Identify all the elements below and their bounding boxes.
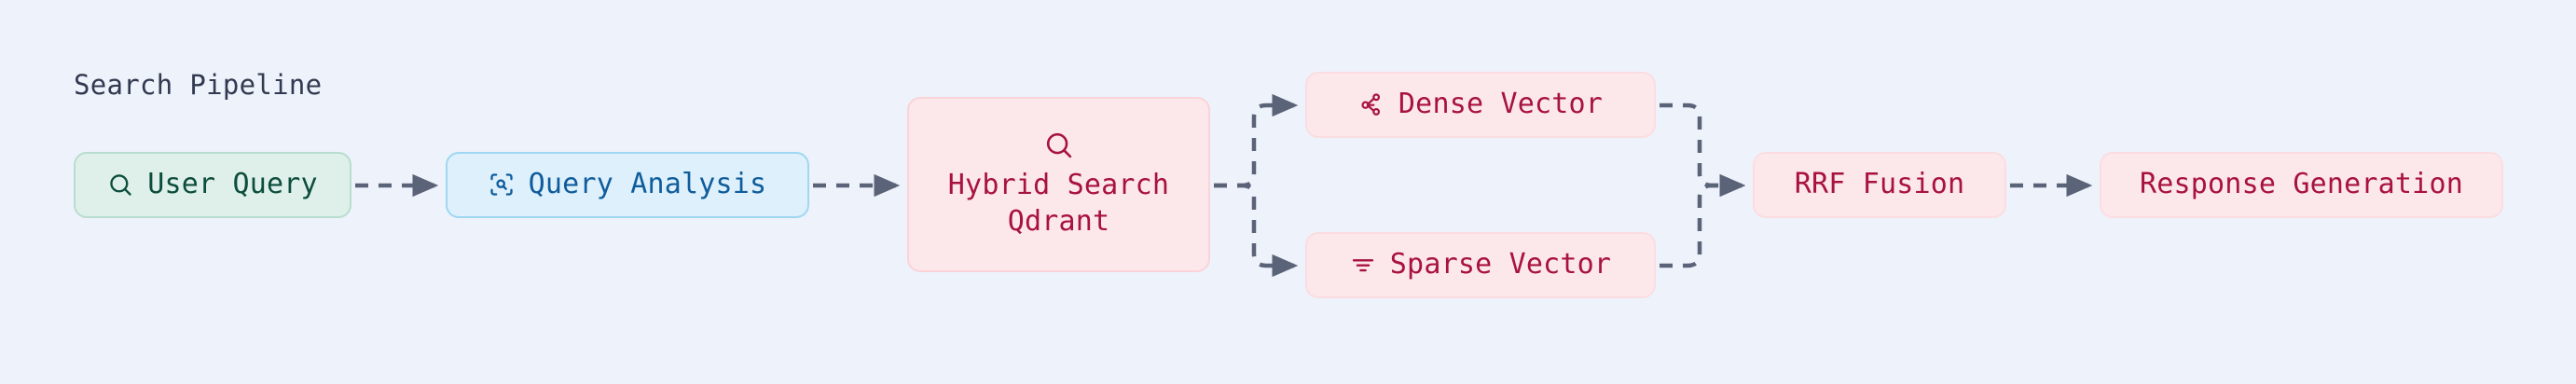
node-dense-vector[interactable]: Dense Vector [1305,72,1656,138]
page-title: Search Pipeline [74,69,323,101]
node-label-line1: Hybrid Search [947,169,1170,202]
edge-sparse-vector-to-rrf-fusion [1660,173,1746,268]
node-response-generation[interactable]: Response Generation [2100,152,2503,218]
node-user-query[interactable]: User Query [74,152,351,218]
align-center-filter-icon [1350,252,1376,278]
node-label-line2: Qdrant [1007,204,1110,238]
edge-hybrid-search-to-dense-vector [1214,93,1299,188]
node-hybrid-search[interactable]: Hybrid Search Qdrant [907,97,1210,272]
node-label: User Query [147,168,318,201]
network-nodes-icon [1358,91,1384,117]
search-icon [1043,130,1074,160]
edge-hybrid-search-to-sparse-vector [1214,183,1299,278]
node-label: RRF Fusion [1794,168,1965,201]
node-rrf-fusion[interactable]: RRF Fusion [1753,152,2006,218]
node-label: Response Generation [2140,168,2463,201]
node-sparse-vector[interactable]: Sparse Vector [1305,232,1656,298]
search-icon [107,171,133,198]
node-label: Dense Vector [1398,88,1604,121]
node-query-analysis[interactable]: Query Analysis [446,152,809,218]
edge-dense-vector-to-rrf-fusion [1660,103,1746,198]
scan-search-icon [489,171,515,198]
node-label: Sparse Vector [1389,248,1612,281]
node-label: Query Analysis [528,168,767,201]
